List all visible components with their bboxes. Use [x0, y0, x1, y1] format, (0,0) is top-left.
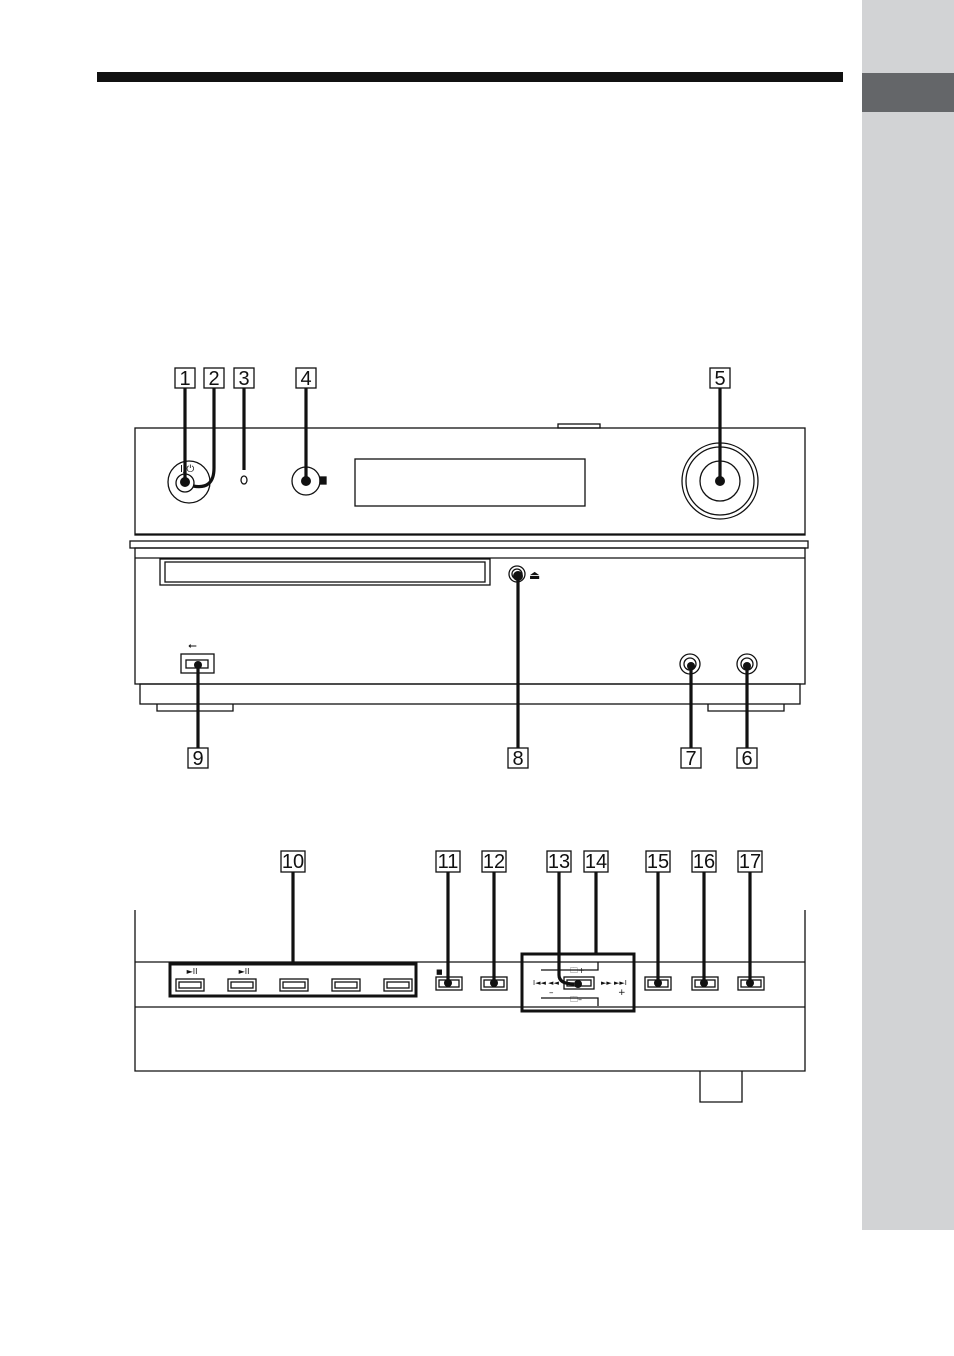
preset-button-3[interactable]	[280, 979, 308, 991]
prev-icon: I◄◄ ◄◄	[533, 979, 559, 987]
stop-icon: ■	[436, 968, 443, 976]
upper-unit-body	[135, 428, 805, 535]
play-pause-icon-1: ►II	[187, 967, 198, 976]
front-view: I/⏻ ⏏ ⭠	[130, 368, 808, 770]
top-panel-view: ►II ►II ■ 🗀+ I◄◄ ◄◄ ►► ►►I – + 🗀–	[135, 851, 805, 1102]
callout-8: 8	[512, 748, 523, 770]
preset-button-1[interactable]	[176, 979, 204, 991]
callout-17: 17	[739, 851, 761, 873]
callout-9: 9	[192, 748, 203, 770]
callout-1: 1	[179, 368, 190, 390]
preset-buttons	[176, 979, 412, 991]
folder-plus-icon: 🗀+	[570, 966, 585, 975]
lower-unit-lip	[130, 541, 808, 548]
callout-7: 7	[685, 748, 696, 770]
callout-13: 13	[548, 851, 570, 873]
display-window	[355, 459, 585, 506]
callout-10: 10	[282, 851, 304, 873]
callout-11: 11	[438, 851, 459, 873]
preset-button-4[interactable]	[332, 979, 360, 991]
usb-icon: ⭠	[188, 639, 197, 652]
callout-4: 4	[300, 368, 311, 390]
left-foot	[157, 704, 233, 711]
callout-16: 16	[693, 851, 715, 873]
callouts-front-top: 1 2 3 4 5	[175, 368, 730, 390]
rear-tab	[700, 1071, 742, 1102]
input-indicator-icon	[320, 477, 326, 484]
lower-unit-base	[140, 684, 800, 704]
callout-2: 2	[208, 368, 219, 390]
callout-15: 15	[647, 851, 669, 873]
top-notch	[558, 424, 600, 428]
preset-button-5[interactable]	[384, 979, 412, 991]
disc-slot	[160, 559, 490, 585]
minus-icon: –	[549, 988, 554, 998]
callout-12: 12	[483, 851, 505, 873]
callouts-top-panel: 10 11 12 13 14 15 16 17	[281, 851, 762, 873]
front-leader-lines	[185, 388, 747, 748]
callout-5: 5	[714, 368, 725, 390]
lower-unit-body	[135, 548, 805, 684]
callout-6: 6	[741, 748, 752, 770]
callout-14: 14	[585, 851, 607, 873]
callouts-front-bottom: 9 8 7 6	[188, 748, 757, 770]
eject-icon: ⏏	[529, 568, 540, 582]
front-leader-dots	[180, 476, 751, 670]
callout-3: 3	[238, 368, 249, 390]
next-icon: ►► ►►I	[601, 979, 627, 987]
play-pause-icon-2: ►II	[239, 967, 250, 976]
preset-button-2[interactable]	[228, 979, 256, 991]
folder-minus-icon: 🗀–	[570, 995, 582, 1004]
plus-icon: +	[618, 988, 626, 998]
remote-sensor	[241, 476, 247, 484]
power-icon: I/⏻	[180, 464, 194, 475]
